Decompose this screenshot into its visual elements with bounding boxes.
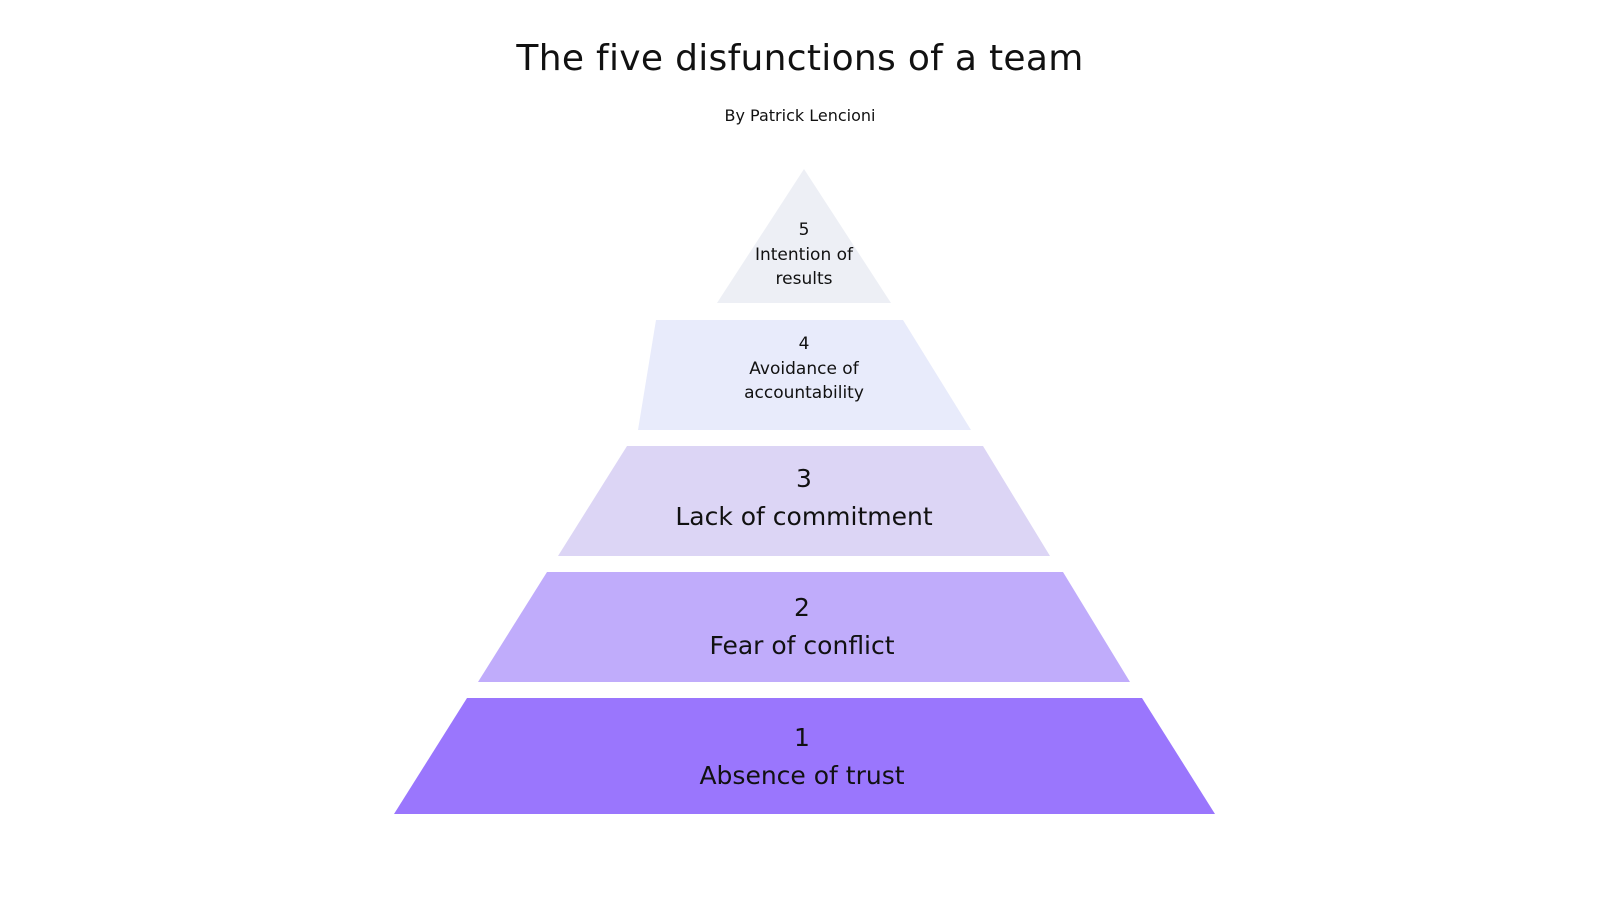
tier-5-label: 5 Intention of results	[755, 218, 853, 292]
tier-1-number: 1	[794, 723, 810, 752]
tier-2-number: 2	[794, 593, 810, 622]
tier-4-number: 4	[798, 334, 810, 354]
pyramid-tier-2	[478, 572, 1130, 682]
tier-3-number: 3	[796, 464, 812, 493]
tier-4-label: 4 Avoidance of accountability	[744, 332, 864, 406]
tier-1-text-line1: Absence of trust	[699, 760, 905, 790]
tier-3-label: 3 Lack of commitment	[675, 460, 932, 535]
pyramid-tier-1	[394, 698, 1215, 814]
tier-4-text-line2: accountability	[744, 383, 864, 404]
tier-5-text-line1: Intention of	[754, 244, 854, 265]
tier-3-text-line1: Lack of commitment	[675, 501, 933, 531]
tier-5-text-line2: results	[775, 269, 833, 290]
tier-4-text-line1: Avoidance of	[749, 358, 859, 379]
page-subtitle: By Patrick Lencioni	[724, 106, 876, 125]
tier-5-number: 5	[798, 220, 810, 240]
tier-2-label: 2 Fear of conflict	[709, 589, 894, 664]
page-title: The five disfunctions of a team	[516, 38, 1084, 79]
pyramid-tier-5	[717, 169, 891, 303]
tier-2-text-line1: Fear of conflict	[709, 630, 895, 660]
pyramid-tier-3	[558, 446, 1050, 556]
pyramid-tier-4	[638, 320, 971, 430]
tier-1-label: 1 Absence of trust	[699, 719, 904, 794]
